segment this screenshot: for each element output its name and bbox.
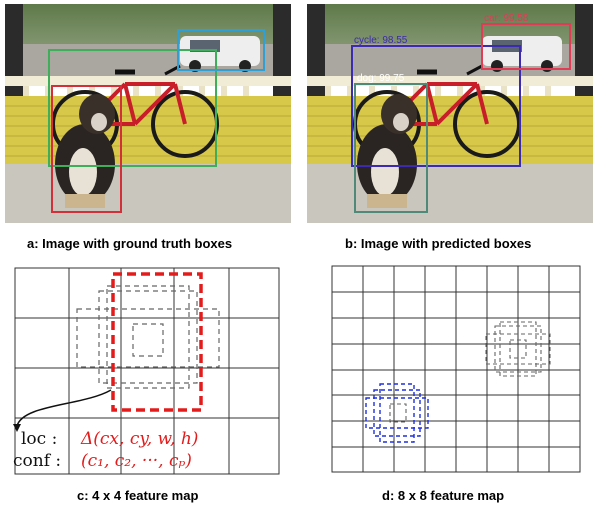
photo-ground-truth bbox=[5, 4, 291, 223]
loc-formula: Δ(cx, cy, w, h) bbox=[80, 429, 198, 449]
pred-box-cycle bbox=[351, 45, 521, 167]
loc-label: loc : bbox=[21, 429, 57, 449]
conf-formula: (c₁, c₂, ···, cₚ) bbox=[81, 451, 192, 471]
panel-b-photo: car: 99.58 cycle: 98.55 dog: 99.75 bbox=[307, 4, 593, 223]
photo-predicted: car: 99.58 cycle: 98.55 dog: 99.75 bbox=[307, 4, 593, 223]
grid-4x4: loc : Δ(cx, cy, w, h) conf : (c₁, c₂, ··… bbox=[13, 267, 280, 475]
conf-label: conf : bbox=[13, 451, 61, 471]
caption-a: a: Image with ground truth boxes bbox=[27, 236, 233, 251]
pred-box-dog bbox=[354, 83, 428, 213]
highlight-default-box bbox=[111, 272, 203, 412]
pred-box-car bbox=[481, 23, 571, 70]
grid-8x8 bbox=[331, 265, 581, 473]
caption-b: b: Image with predicted boxes bbox=[345, 236, 532, 251]
panel-c-feature-map-4x4: loc : Δ(cx, cy, w, h) conf : (c₁, c₂, ··… bbox=[3, 266, 293, 476]
caption-c: c: 4 x 4 feature map bbox=[77, 488, 199, 503]
panel-d-feature-map-8x8 bbox=[330, 264, 586, 474]
caption-d: d: 8 x 8 feature map bbox=[382, 488, 505, 503]
label-car: car: 99.58 bbox=[484, 13, 529, 24]
label-dog: dog: 99.75 bbox=[357, 73, 405, 84]
label-cycle: cycle: 98.55 bbox=[354, 35, 408, 46]
panel-a-photo bbox=[5, 4, 291, 223]
